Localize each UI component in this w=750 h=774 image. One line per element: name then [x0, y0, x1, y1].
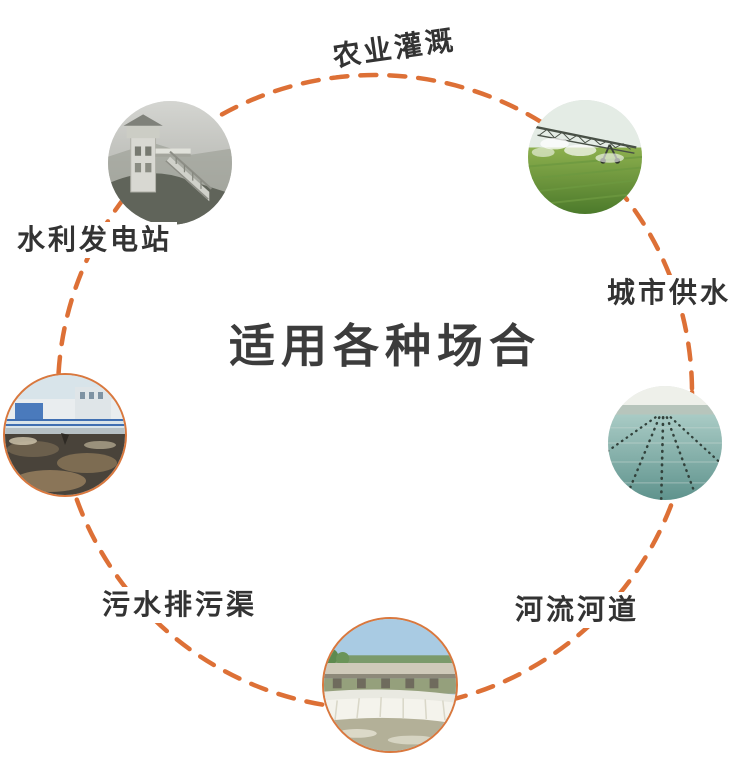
label-sewage-drain-channel: 污水排污渠	[97, 587, 263, 624]
label-city-water-supply: 城市供水	[602, 275, 737, 312]
hydropower-station-illustration	[108, 101, 232, 225]
irrigation-field-illustration	[528, 100, 642, 214]
center-title: 适用各种场合	[229, 310, 541, 376]
river-weir-photo	[322, 617, 458, 753]
sewage-channel-photo	[3, 373, 127, 497]
hydropower-station-photo	[108, 101, 232, 225]
label-hydropower-station: 水利发电站	[12, 222, 178, 259]
river-weir-illustration	[324, 619, 456, 751]
irrigation-field-photo	[528, 100, 642, 214]
water-treatment-pools-photo	[608, 386, 722, 500]
sewage-channel-illustration	[5, 375, 125, 495]
label-river-channel: 河流河道	[510, 592, 645, 629]
water-treatment-pools-illustration	[608, 386, 722, 500]
